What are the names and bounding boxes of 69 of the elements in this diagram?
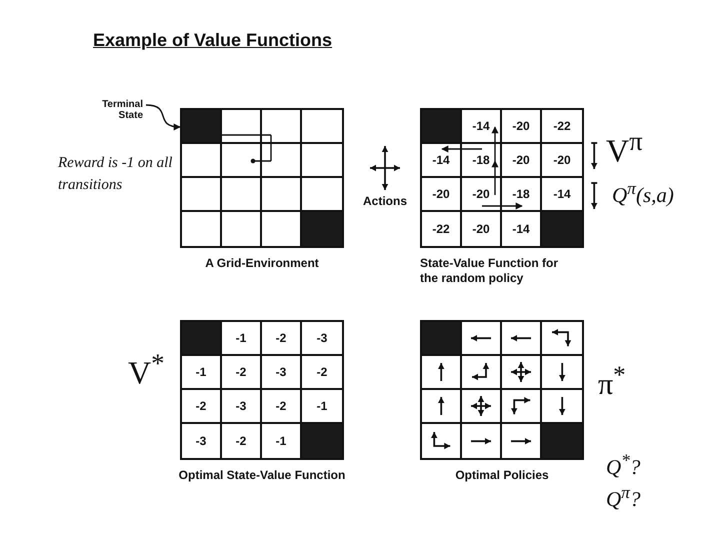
grid-cell: -1 <box>222 322 262 356</box>
grid-cell <box>502 356 542 390</box>
grid-cell: -20 <box>462 178 502 212</box>
grid-cell: -20 <box>502 144 542 178</box>
grid-cell: -22 <box>542 110 582 144</box>
math-symbol: Q$^{π}$(s,a) <box>612 178 674 208</box>
arrow <box>482 202 523 210</box>
grid-cell <box>182 144 222 178</box>
terminal-cell <box>422 322 462 356</box>
math-symbol: Q$^{*}$? <box>606 450 640 480</box>
grid-world <box>180 320 344 460</box>
math-symbol: Q$^{π}$? <box>606 482 640 512</box>
grid-world <box>420 108 584 248</box>
arrow <box>492 126 498 161</box>
grid-cell: -18 <box>462 144 502 178</box>
grid-world <box>420 320 584 460</box>
grid-cell: -14 <box>422 144 462 178</box>
title-heading: Example of Value Functions <box>93 30 332 51</box>
grid-cell <box>502 390 542 424</box>
arrow <box>492 160 498 195</box>
grid-cell <box>262 178 302 212</box>
grid-cell <box>422 390 462 424</box>
math-symbol: π$^{*}$ <box>598 362 626 402</box>
trajectory-line <box>250 158 271 164</box>
grid-cell <box>462 356 502 390</box>
grid-cell: -20 <box>542 144 582 178</box>
callout-label: Terminal State <box>93 99 143 121</box>
grid-cell <box>222 178 262 212</box>
grid-cell: -3 <box>302 322 342 356</box>
grid-cell: -22 <box>422 212 462 246</box>
grid-cell: -20 <box>502 110 542 144</box>
grid-cell: -2 <box>182 390 222 424</box>
grid-cell <box>262 110 302 144</box>
grid-cell <box>262 144 302 178</box>
grid-cell: -18 <box>502 178 542 212</box>
grid-caption: Optimal State-Value Function <box>178 468 346 483</box>
grid-cell <box>182 178 222 212</box>
trajectory-line <box>253 134 271 136</box>
grid-cell: -1 <box>182 356 222 390</box>
trajectory-line <box>222 134 253 136</box>
grid-cell: -20 <box>462 212 502 246</box>
grid-cell: -2 <box>262 390 302 424</box>
terminal-cell <box>422 110 462 144</box>
grid-caption: Optimal Policies <box>454 468 550 483</box>
grid-cell <box>222 144 262 178</box>
grid-cell <box>422 356 462 390</box>
grid-cell: -2 <box>222 356 262 390</box>
text-label: Actions <box>362 194 408 208</box>
grid-cell <box>462 390 502 424</box>
grid-cell: -2 <box>262 322 302 356</box>
grid-cell: -20 <box>422 178 462 212</box>
handwritten-note: Reward is -1 on all transitions <box>58 154 174 195</box>
grid-cell <box>462 322 502 356</box>
arrow <box>441 146 482 152</box>
grid-cell: -14 <box>462 110 502 144</box>
math-symbol: V$^{π}$ <box>606 126 643 170</box>
grid-cell: -2 <box>222 424 262 458</box>
terminal-cell <box>182 322 222 356</box>
grid-caption: State-Value Function for the random policy <box>420 256 560 286</box>
grid-cell <box>502 322 542 356</box>
grid-cell: -3 <box>182 424 222 458</box>
grid-cell: -3 <box>222 390 262 424</box>
leader-arrow <box>146 104 181 130</box>
math-symbol: V$^{*}$ <box>128 348 164 392</box>
grid-cell: -2 <box>302 356 342 390</box>
trajectory-line <box>270 135 272 161</box>
terminal-cell <box>182 110 222 144</box>
grid-cell <box>222 110 262 144</box>
grid-cell: -3 <box>262 356 302 390</box>
